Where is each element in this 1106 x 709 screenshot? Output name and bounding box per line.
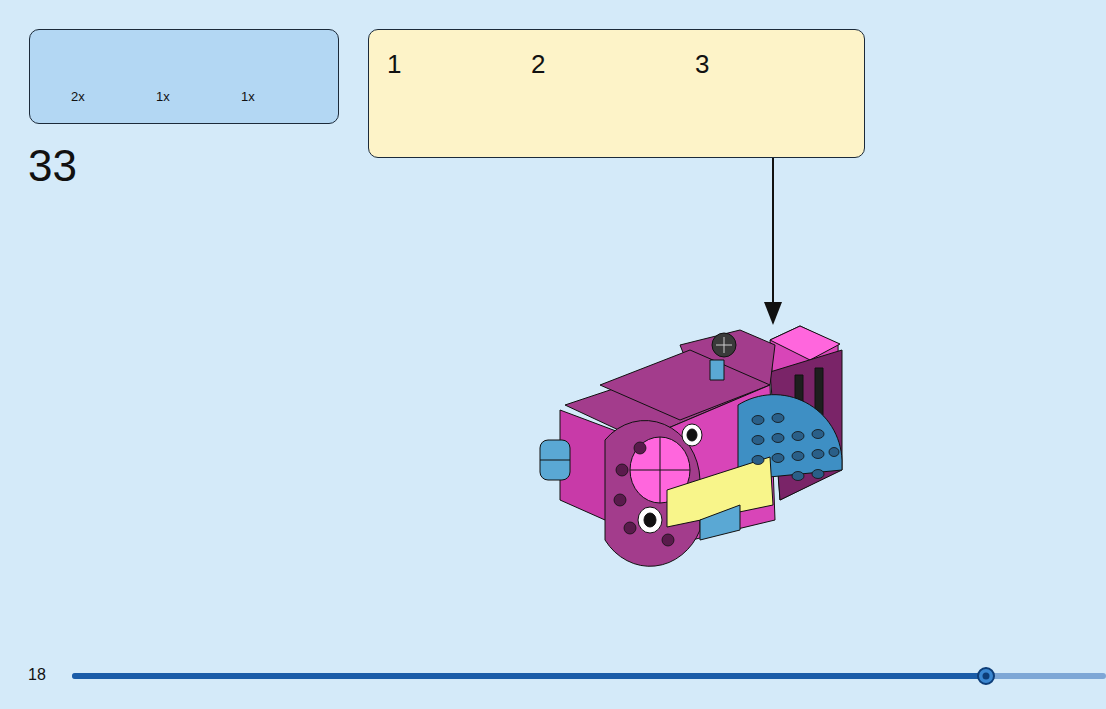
callout-number: 3 (695, 51, 709, 77)
part-quantity: 2x (71, 90, 85, 103)
page-number: 18 (28, 667, 46, 683)
callout-number: 1 (387, 51, 401, 77)
sub-assembly-panel: 1 2 3 (368, 29, 865, 158)
parts-list-box: 2x 1x 1x (29, 29, 339, 124)
part-quantity: 1x (156, 90, 170, 103)
part-quantity: 1x (241, 90, 255, 103)
step-number: 33 (28, 144, 77, 188)
callout-number: 2 (531, 51, 545, 77)
